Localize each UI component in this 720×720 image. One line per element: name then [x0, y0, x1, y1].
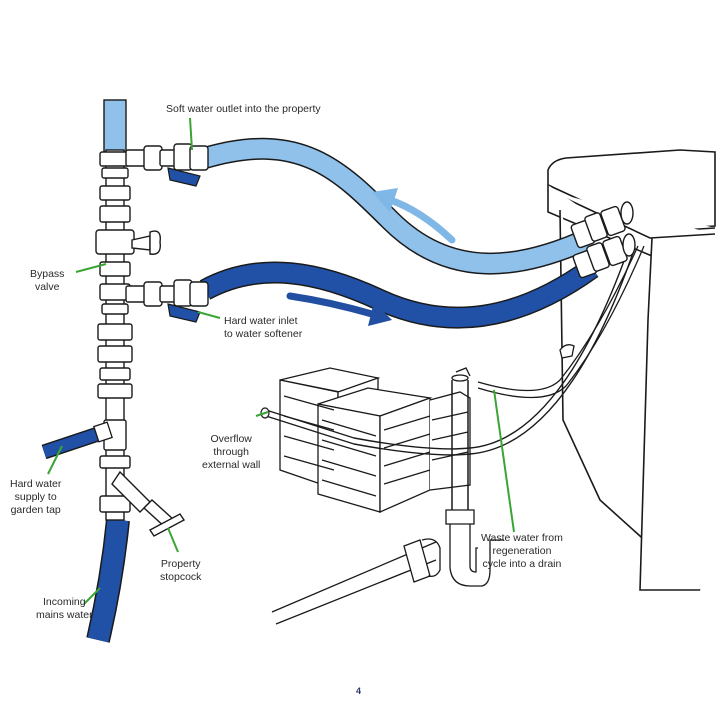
page-number: 4	[356, 686, 362, 696]
inlet-valve-handle	[167, 303, 201, 323]
property-stopcock-label: Property stopcock	[160, 558, 202, 583]
hard-flow-arrow	[286, 292, 392, 326]
soft-water-outlet-label: Soft water outlet into the property	[166, 103, 321, 115]
soft-water-hose	[201, 137, 595, 275]
hard-water-inlet-label: Hard water inlet to water softener	[224, 315, 303, 340]
bypass-valve-label: Bypass valve	[30, 268, 65, 293]
hard-water-supply-label: Hard water supply to garden tap	[10, 478, 62, 516]
soft-flow-arrow	[372, 188, 456, 244]
external-brick-wall	[279, 367, 471, 513]
waste-water-label: Waste water from regeneration cycle into…	[481, 532, 563, 570]
supply-pipe-top	[103, 99, 127, 153]
outlet-fittings	[125, 143, 209, 171]
supply-pipe-main	[95, 149, 151, 521]
inlet-fittings	[125, 279, 209, 307]
bypass-valve-handle	[131, 230, 161, 255]
stopcock-handle	[142, 499, 186, 537]
incoming-mains-hose	[86, 518, 130, 643]
hard-water-hose	[199, 259, 599, 329]
waste-drain-pipe	[271, 245, 645, 625]
incoming-mains-label: Incoming mains water	[36, 596, 93, 621]
overflow-label: Overflow through external wall	[202, 433, 261, 471]
softener-connectors	[570, 201, 636, 279]
garden-tap-branch	[41, 421, 113, 460]
leader-lines	[47, 117, 515, 605]
outlet-valve-handle	[167, 167, 201, 187]
